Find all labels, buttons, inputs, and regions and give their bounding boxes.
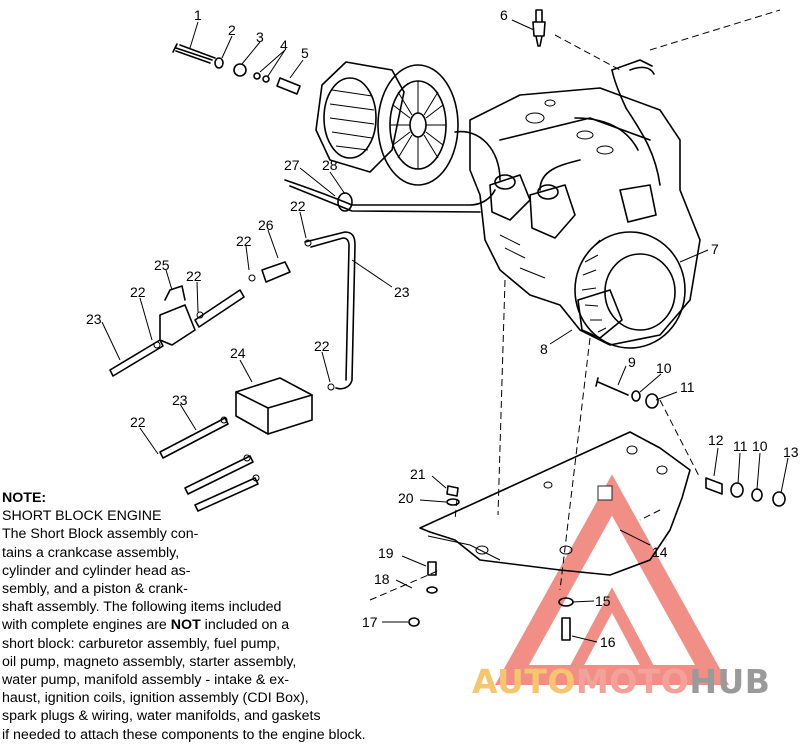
callout-14: 14 bbox=[652, 544, 668, 560]
callout-20: 20 bbox=[398, 490, 414, 506]
mount-hardware-upper bbox=[595, 377, 786, 507]
callout-4: 4 bbox=[280, 37, 288, 53]
callout-17: 17 bbox=[362, 614, 378, 630]
oil-pump-assembly bbox=[159, 377, 313, 512]
watermark-word-moto: MOTO bbox=[575, 662, 690, 701]
note-body-part-1: The Short Block assembly con- tains a cr… bbox=[2, 526, 282, 634]
callout-6: 6 bbox=[500, 7, 508, 23]
callout-22-b: 22 bbox=[236, 233, 252, 249]
cable-lines bbox=[284, 130, 581, 213]
callout-21: 21 bbox=[410, 466, 426, 482]
watermark-text: AUTOMOTOHUB bbox=[472, 662, 770, 701]
callout-9: 9 bbox=[628, 354, 636, 370]
note-body: The Short Block assembly con- tains a cr… bbox=[2, 525, 442, 743]
callout-18: 18 bbox=[374, 571, 390, 587]
leader-lines bbox=[101, 19, 789, 643]
callout-12: 12 bbox=[708, 432, 724, 448]
callout-labels: 1 2 3 4 5 6 7 8 9 10 11 12 11 10 13 14 1… bbox=[86, 7, 799, 650]
callout-8: 8 bbox=[540, 341, 548, 357]
engine-block bbox=[469, 87, 701, 349]
callout-26: 26 bbox=[258, 217, 274, 233]
callout-13: 13 bbox=[783, 444, 799, 460]
spark-plug-wires bbox=[574, 59, 661, 186]
watermark-logo bbox=[495, 474, 729, 685]
callout-15: 15 bbox=[595, 593, 611, 609]
callout-22-a: 22 bbox=[290, 198, 306, 214]
engine-mount-plate bbox=[419, 431, 691, 576]
callout-23-c: 23 bbox=[172, 392, 188, 408]
callout-25: 25 bbox=[154, 257, 170, 273]
callout-7: 7 bbox=[711, 241, 719, 257]
callout-23-a: 23 bbox=[394, 284, 410, 300]
callout-19: 19 bbox=[378, 545, 394, 561]
note-body-part-2: included on a short block: carburetor as… bbox=[2, 617, 366, 743]
clutch-bolt-group bbox=[172, 43, 301, 95]
callout-28: 28 bbox=[322, 157, 338, 173]
callout-2: 2 bbox=[228, 22, 236, 38]
callout-1: 1 bbox=[194, 7, 202, 23]
callout-22-e: 22 bbox=[314, 338, 330, 354]
note-title: NOTE: bbox=[2, 490, 47, 506]
callout-3: 3 bbox=[256, 29, 264, 45]
callout-22-f: 22 bbox=[130, 414, 146, 430]
spark-plug bbox=[532, 9, 546, 47]
short-block-note: NOTE: SHORT BLOCK ENGINE The Short Block… bbox=[2, 489, 442, 744]
callout-22-d: 22 bbox=[130, 284, 146, 300]
callout-27: 27 bbox=[284, 157, 300, 173]
callout-11-lower: 11 bbox=[733, 438, 748, 454]
callout-5: 5 bbox=[301, 45, 309, 61]
assembly-guide-lines bbox=[369, 9, 781, 601]
watermark-word-auto: AUTO bbox=[472, 662, 576, 701]
callout-11-upper: 11 bbox=[680, 379, 695, 395]
callout-24: 24 bbox=[230, 345, 246, 361]
note-body-emphasis: NOT bbox=[170, 617, 201, 634]
clutch-assembly bbox=[315, 61, 459, 186]
callout-16: 16 bbox=[600, 634, 616, 650]
watermark-word-hub: HUB bbox=[689, 662, 771, 701]
fuel-system bbox=[109, 231, 356, 391]
note-heading: SHORT BLOCK ENGINE bbox=[2, 508, 162, 525]
callout-10-lower: 10 bbox=[752, 438, 768, 454]
callout-23-b: 23 bbox=[86, 311, 102, 327]
callout-10-upper: 10 bbox=[656, 360, 672, 376]
callout-22-c: 22 bbox=[186, 268, 202, 284]
